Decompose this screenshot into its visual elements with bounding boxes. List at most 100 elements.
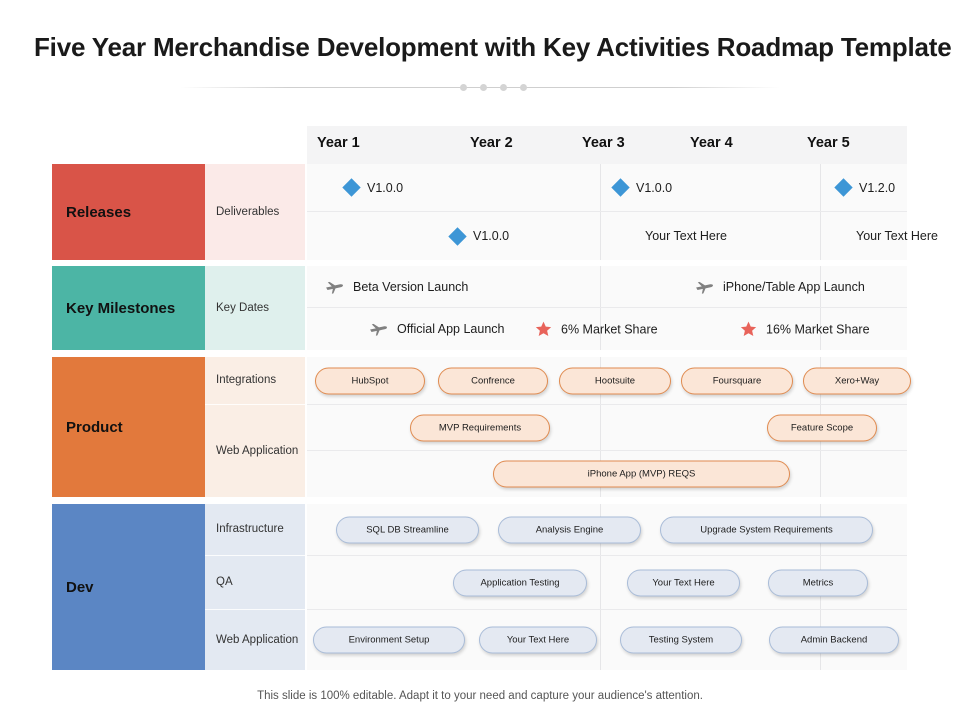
activity-pill[interactable]: Foursquare bbox=[681, 367, 793, 394]
star-icon bbox=[740, 321, 757, 337]
activity-pill[interactable]: Xero+Way bbox=[803, 367, 911, 394]
divider-dot bbox=[480, 84, 487, 91]
footer-note: This slide is 100% editable. Adapt it to… bbox=[257, 690, 703, 702]
activity-pill[interactable]: iPhone App (MVP) REQS bbox=[493, 460, 790, 488]
timeline-grid: Beta Version Launch iPhone/Table App Laun… bbox=[307, 266, 907, 350]
airplane-icon bbox=[370, 323, 387, 336]
divider-dot bbox=[460, 84, 467, 91]
grid-divider bbox=[820, 164, 821, 211]
grid-divider bbox=[820, 308, 821, 350]
band-key-milestones: Key Milestones Key Dates Beta Version Laun… bbox=[52, 266, 907, 350]
milestone-item[interactable]: Your Text Here bbox=[856, 229, 938, 243]
activity-pill[interactable]: MVP Requirements bbox=[410, 414, 550, 441]
activity-pill[interactable]: Upgrade System Requirements bbox=[660, 516, 873, 543]
category-label: Product bbox=[66, 418, 123, 436]
activity-pill[interactable]: Your Text Here bbox=[479, 626, 597, 654]
milestone-label: Your Text Here bbox=[645, 229, 727, 243]
milestone-label: Official App Launch bbox=[397, 322, 505, 336]
diamond-icon bbox=[342, 178, 361, 197]
sublabel-column: Key Dates bbox=[205, 266, 305, 350]
timeline-row: Application Testing Your Text Here Metrics bbox=[307, 556, 907, 610]
year-header-5: Year 5 bbox=[807, 135, 850, 151]
activity-pill[interactable]: Hootsuite bbox=[559, 367, 671, 394]
grid-divider bbox=[600, 405, 601, 450]
milestone-label: 6% Market Share bbox=[561, 322, 658, 336]
milestone-label: iPhone/Table App Launch bbox=[723, 279, 865, 294]
activity-pill[interactable]: Analysis Engine bbox=[498, 516, 641, 543]
activity-pill[interactable]: Environment Setup bbox=[313, 626, 465, 654]
category-block: Dev bbox=[52, 504, 205, 670]
milestone-label: V1.0.0 bbox=[636, 180, 673, 195]
timeline-row: Beta Version Launch iPhone/Table App Laun… bbox=[307, 266, 907, 308]
grid-divider bbox=[820, 212, 821, 260]
divider-dot bbox=[500, 84, 507, 91]
activity-pill[interactable]: Application Testing bbox=[453, 569, 587, 596]
timeline-row: V1.0.0 V1.0.0 V1.2.0 bbox=[307, 164, 907, 212]
title-divider bbox=[180, 83, 780, 93]
airplane-icon bbox=[326, 281, 343, 294]
activity-pill[interactable]: Your Text Here bbox=[627, 569, 740, 596]
diamond-icon bbox=[611, 178, 630, 197]
year-header-1: Year 1 bbox=[317, 135, 360, 151]
milestone-label: Your Text Here bbox=[856, 229, 938, 243]
grid-divider bbox=[600, 266, 601, 307]
year-header-2: Year 2 bbox=[470, 135, 513, 151]
milestone-item[interactable]: V1.0.0 bbox=[611, 178, 673, 197]
milestone-label: V1.2.0 bbox=[859, 180, 896, 195]
sublabel-column: Deliverables bbox=[205, 164, 305, 260]
sublabel-row: Key Dates bbox=[216, 301, 270, 314]
category-block: Key Milestones bbox=[52, 266, 205, 350]
activity-pill[interactable]: Feature Scope bbox=[767, 414, 877, 441]
grid-divider bbox=[820, 451, 821, 497]
year-header-3: Year 3 bbox=[582, 135, 625, 151]
activity-pill[interactable]: Confrence bbox=[438, 367, 548, 394]
grid-divider bbox=[600, 164, 601, 211]
grid-divider bbox=[600, 556, 601, 609]
category-label: Dev bbox=[66, 578, 94, 596]
milestone-item[interactable]: 6% Market Share bbox=[535, 321, 658, 338]
milestone-item[interactable]: Beta Version Launch bbox=[325, 280, 468, 294]
milestone-label: 16% Market Share bbox=[766, 322, 870, 336]
activity-pill[interactable]: Testing System bbox=[620, 626, 742, 654]
milestone-label: V1.0.0 bbox=[367, 180, 404, 195]
sublabel-row: Integrations bbox=[205, 357, 305, 405]
activity-pill[interactable]: HubSpot bbox=[315, 367, 425, 394]
category-block: Releases bbox=[52, 164, 205, 260]
timeline-row: iPhone App (MVP) REQS bbox=[307, 451, 907, 497]
milestone-item[interactable]: V1.0.0 bbox=[342, 178, 404, 197]
timeline-row: Environment Setup Your Text Here Testing S… bbox=[307, 610, 907, 670]
grid-divider bbox=[600, 308, 601, 350]
milestone-item[interactable]: Official App Launch bbox=[369, 322, 504, 336]
diamond-icon bbox=[448, 226, 467, 246]
timeline-row: HubSpot Confrence Hootsuite Foursquare Xero+… bbox=[307, 357, 911, 405]
year-header-4: Year 4 bbox=[690, 135, 733, 151]
milestone-item[interactable]: iPhone/Table App Launch bbox=[695, 280, 865, 294]
category-label: Key Milestones bbox=[66, 299, 176, 317]
activity-pill[interactable]: SQL DB Streamline bbox=[336, 516, 479, 543]
grid-divider bbox=[820, 266, 821, 307]
diamond-icon bbox=[834, 178, 853, 197]
timeline-grid: SQL DB Streamline Analysis Engine Upgrade … bbox=[307, 504, 907, 670]
grid-divider bbox=[600, 212, 601, 260]
milestone-item[interactable]: V1.2.0 bbox=[834, 178, 896, 197]
milestone-item[interactable]: 16% Market Share bbox=[740, 321, 870, 338]
sublabel-row: Web Application bbox=[216, 444, 299, 457]
timeline-row: SQL DB Streamline Analysis Engine Upgrade … bbox=[307, 504, 907, 556]
category-block: Product bbox=[52, 357, 205, 497]
page-title: Five Year Merchandise Development with K… bbox=[34, 32, 952, 62]
activity-pill[interactable]: Admin Backend bbox=[769, 626, 899, 654]
timeline-row: Official App Launch 6% Market Share 16% Ma… bbox=[307, 308, 907, 350]
grid-divider bbox=[600, 610, 601, 670]
milestone-item[interactable]: V1.0.0 bbox=[448, 226, 510, 246]
milestone-label: V1.0.0 bbox=[473, 229, 510, 243]
milestone-item[interactable]: Your Text Here bbox=[645, 229, 727, 243]
airplane-icon bbox=[696, 281, 713, 294]
activity-pill[interactable]: Metrics bbox=[768, 569, 868, 596]
sublabel-row: Infrastructure bbox=[205, 504, 305, 556]
